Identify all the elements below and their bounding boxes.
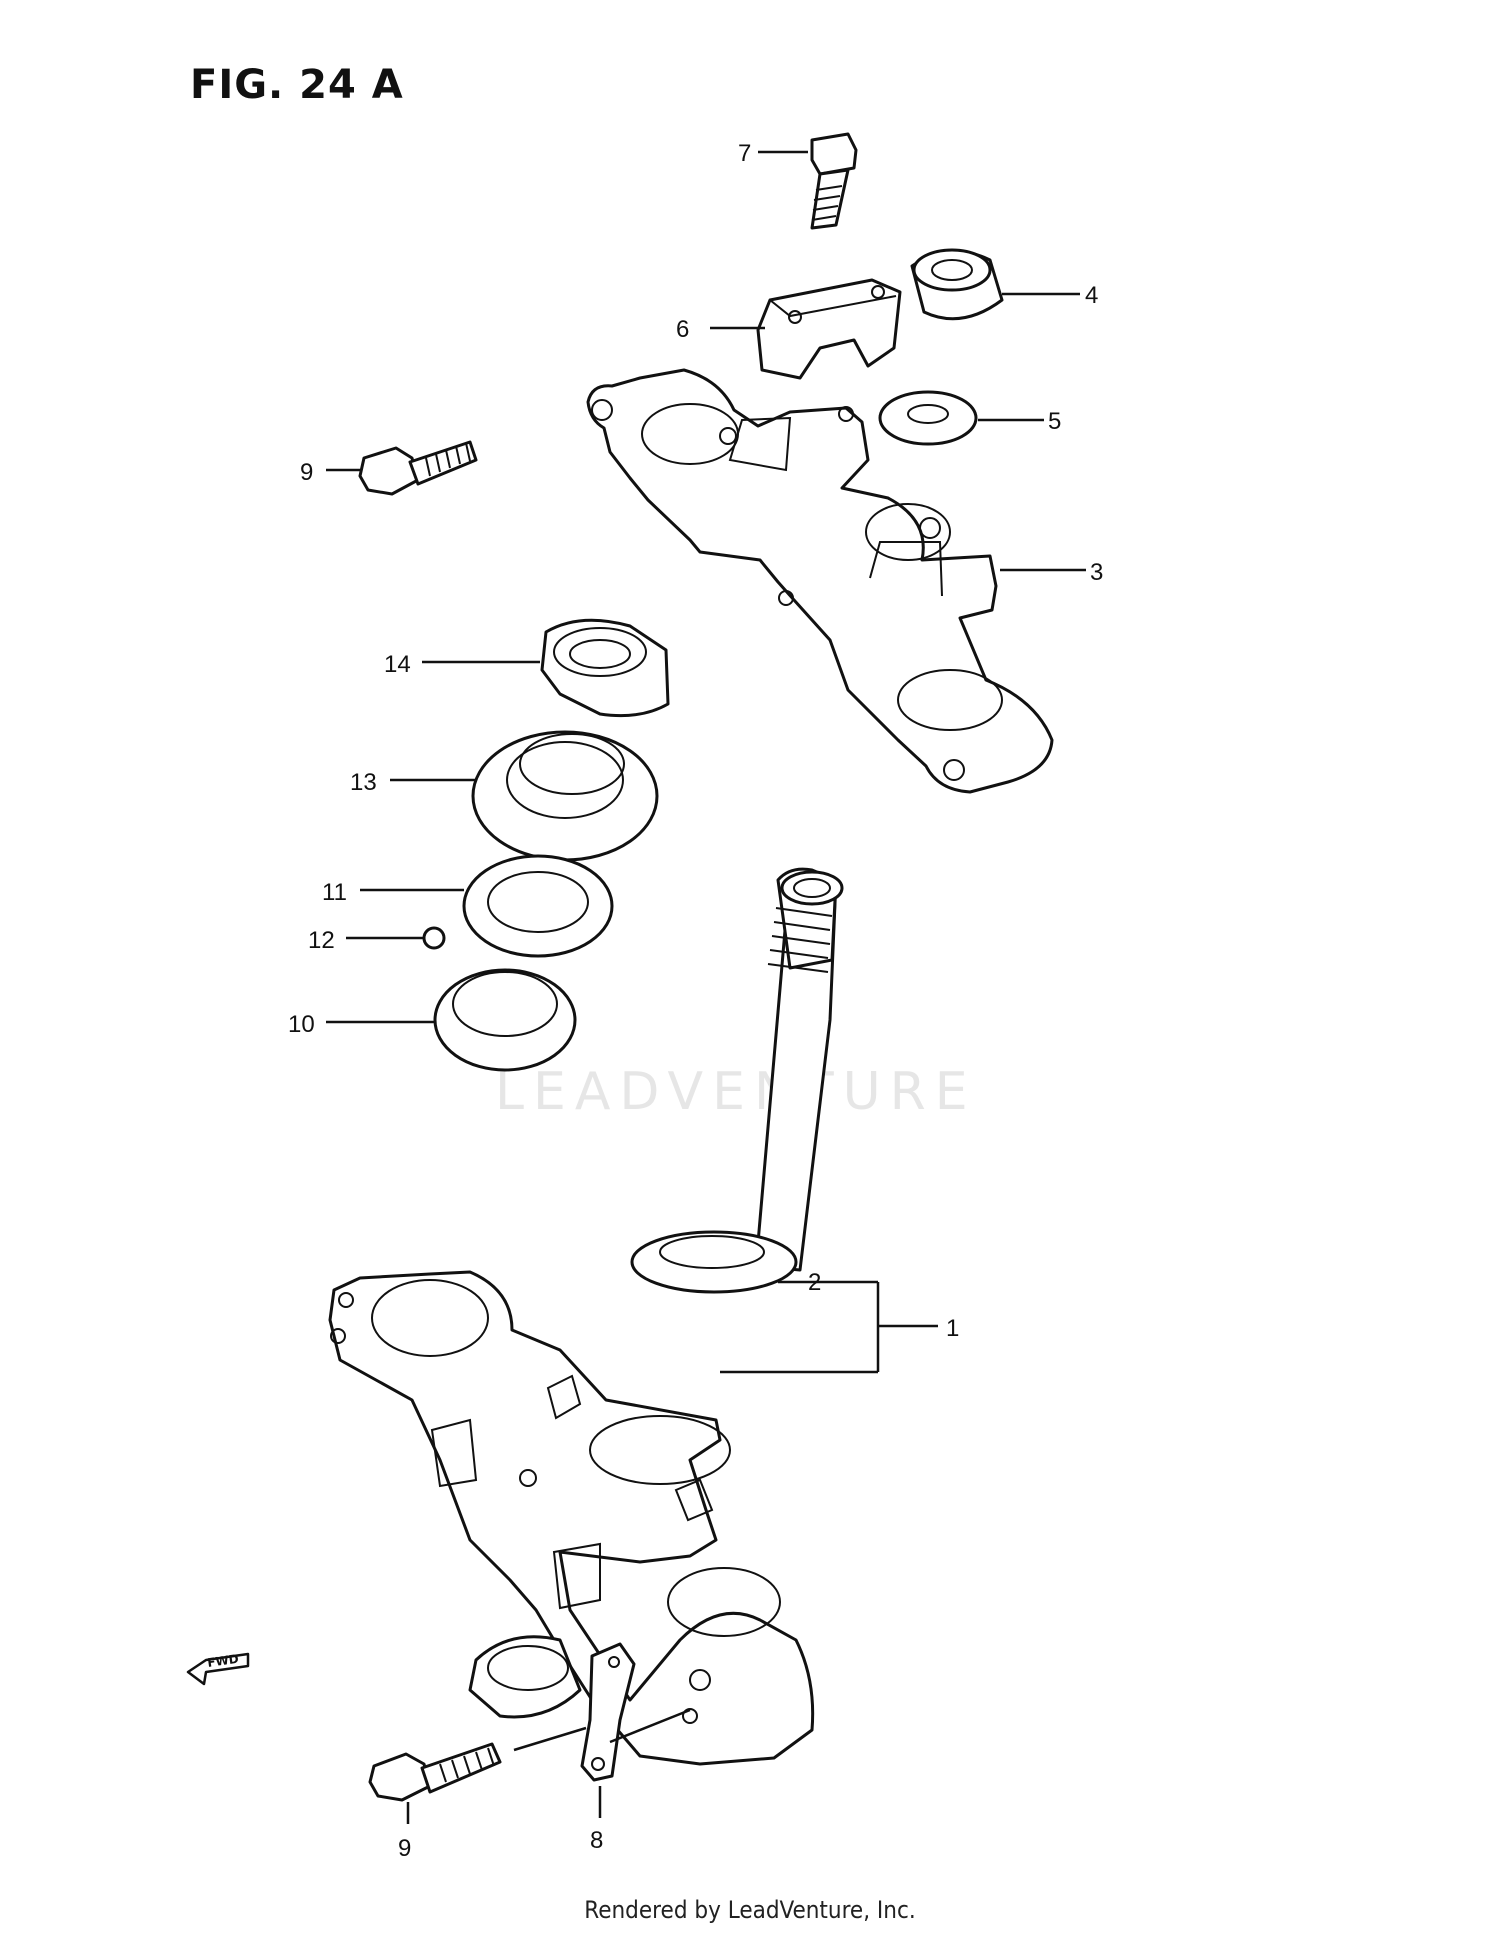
part-10-bearing-race[interactable] (433, 968, 577, 1072)
part-2-stem-seal[interactable] (630, 1230, 798, 1294)
part-13-dust-seal[interactable] (471, 730, 659, 862)
callout-4: 4 (1085, 282, 1098, 309)
callout-12: 12 (308, 927, 335, 954)
part-11-bearing[interactable] (462, 854, 614, 958)
part-9-bolt-upper[interactable] (358, 440, 478, 496)
callout-3: 3 (1090, 559, 1103, 586)
part-12-steel-ball[interactable] (422, 926, 446, 950)
part-4-nut[interactable] (910, 248, 1004, 321)
footer-credit: Rendered by LeadVenture, Inc. (584, 1896, 916, 1924)
callout-14: 14 (384, 651, 411, 678)
part-9-bolt-lower[interactable] (368, 1726, 587, 1802)
callout-8: 8 (590, 1827, 603, 1854)
callout-2: 2 (808, 1269, 821, 1296)
part-6-clamp[interactable] (756, 278, 902, 380)
figure-title: FIG. 24 A (190, 62, 404, 108)
fwd-label: FWD (206, 1652, 239, 1670)
callout-10: 10 (288, 1011, 315, 1038)
part-7-bolt[interactable] (810, 132, 858, 230)
part-1-lower-bracket-stem[interactable] (328, 867, 844, 1766)
callout-6: 6 (676, 316, 689, 343)
part-5-washer[interactable] (878, 390, 978, 446)
callout-5: 5 (1048, 408, 1061, 435)
callout-9-lower: 9 (398, 1835, 411, 1862)
callout-1: 1 (946, 1315, 959, 1342)
part-14-locknut[interactable] (540, 618, 670, 718)
callout-11: 11 (322, 879, 347, 906)
callout-7: 7 (738, 140, 751, 167)
part-8-plate[interactable] (580, 1642, 691, 1782)
forward-direction-arrow-icon: FWD (186, 1652, 250, 1686)
watermark: LEADVENTURE (495, 1062, 977, 1122)
callout-9-upper: 9 (300, 459, 313, 486)
callout-13: 13 (350, 769, 377, 796)
part-3-upper-bracket[interactable] (586, 368, 1054, 794)
